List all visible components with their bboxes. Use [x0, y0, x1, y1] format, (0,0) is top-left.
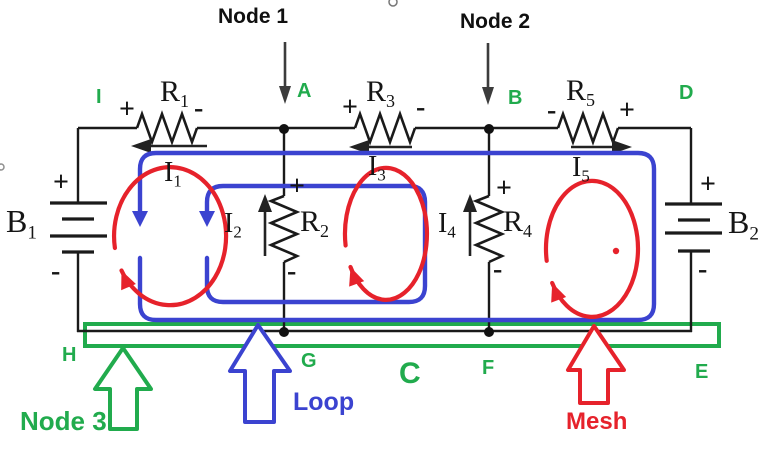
node3-callout-arrow: [93, 346, 153, 431]
battery-b1: [50, 201, 107, 254]
resistor-r2: [267, 194, 301, 264]
crop-artifact-top: [388, 0, 398, 7]
current-i4-arrow: [463, 194, 477, 256]
r4-plus-sign: +: [496, 173, 512, 204]
point-letter-b: B: [508, 87, 523, 109]
r3-plus-sign: +: [342, 92, 358, 123]
junction-dot-a: [279, 124, 289, 134]
r2-minus-sign: -: [287, 256, 297, 287]
r3-minus-sign: -: [416, 92, 426, 123]
current-i2-arrow: [258, 194, 272, 256]
loop-outer-direction-arrowhead: [132, 211, 148, 227]
label-r1: R1: [160, 75, 190, 111]
node3-highlight-rect: [83, 322, 721, 348]
junction-dot-f: [484, 327, 494, 337]
mesh-caption: Mesh: [566, 408, 628, 435]
junction-dot-g: [279, 327, 289, 337]
resistor-r4: [472, 194, 506, 264]
label-b2: B2: [728, 204, 759, 245]
resistor-r5: [556, 110, 620, 146]
mesh-ellipse-3: [543, 178, 641, 319]
label-r3: R3: [366, 75, 396, 111]
r2-plus-sign: +: [289, 171, 305, 202]
point-letter-g: G: [301, 350, 317, 372]
label-r5: R5: [566, 74, 596, 110]
label-i4: I4: [438, 208, 456, 242]
b1-minus-sign: -: [51, 256, 61, 287]
b2-minus-sign: -: [698, 254, 708, 285]
node2-title: Node 2: [460, 10, 531, 33]
loop-outline-inner: [204, 183, 428, 305]
node1-pointer-arrow: [279, 42, 291, 104]
r1-minus-sign: -: [194, 93, 204, 124]
point-letter-i: I: [96, 86, 102, 108]
point-letter-c: C: [399, 357, 421, 390]
b2-plus-sign: +: [700, 169, 716, 200]
label-b1: B1: [6, 203, 37, 244]
mesh-2-arrowhead: [349, 267, 365, 287]
mesh-ellipse-1: [111, 165, 229, 308]
loop-caption: Loop: [293, 388, 355, 416]
mesh-3-arrowhead: [551, 283, 567, 303]
mesh-1-arrowhead: [121, 270, 136, 291]
node1-title: Node 1: [218, 5, 289, 28]
node2-pointer-arrow: [482, 43, 494, 105]
current-i5-arrow: [571, 140, 632, 154]
r5-plus-sign: +: [619, 95, 635, 126]
r1-plus-sign: +: [119, 94, 135, 125]
loop-callout-arrow: [228, 323, 292, 424]
point-letter-a: A: [297, 80, 312, 102]
b1-plus-sign: +: [53, 167, 69, 198]
mesh-3-stray-dot: [612, 247, 620, 255]
point-letter-d: D: [679, 82, 694, 104]
label-i2: I2: [224, 208, 242, 242]
mesh-ellipse-2: [342, 165, 430, 302]
crop-artifact-left: [0, 163, 5, 171]
r5-minus-sign: -: [547, 95, 557, 126]
label-i3: I3: [368, 151, 386, 185]
current-i1-arrow: [131, 139, 207, 153]
point-letter-e: E: [695, 361, 709, 383]
label-i5: I5: [572, 152, 590, 186]
point-letter-f: F: [482, 357, 495, 379]
battery-b2: [665, 202, 722, 253]
resistor-r3: [353, 110, 417, 146]
current-i3-arrow: [349, 140, 412, 154]
node3-caption: Node 3: [20, 406, 107, 436]
junction-dot-b: [484, 124, 494, 134]
loop-inner-direction-arrowhead: [199, 211, 215, 227]
label-r2: R2: [300, 205, 330, 241]
point-letter-h: H: [62, 344, 77, 366]
mesh-callout-arrow: [566, 324, 626, 405]
resistor-r1: [135, 110, 199, 146]
label-i1: I1: [164, 157, 182, 191]
r4-minus-sign: -: [493, 254, 503, 285]
label-r4: R4: [503, 205, 533, 241]
loop-outline-outer: [137, 150, 657, 323]
